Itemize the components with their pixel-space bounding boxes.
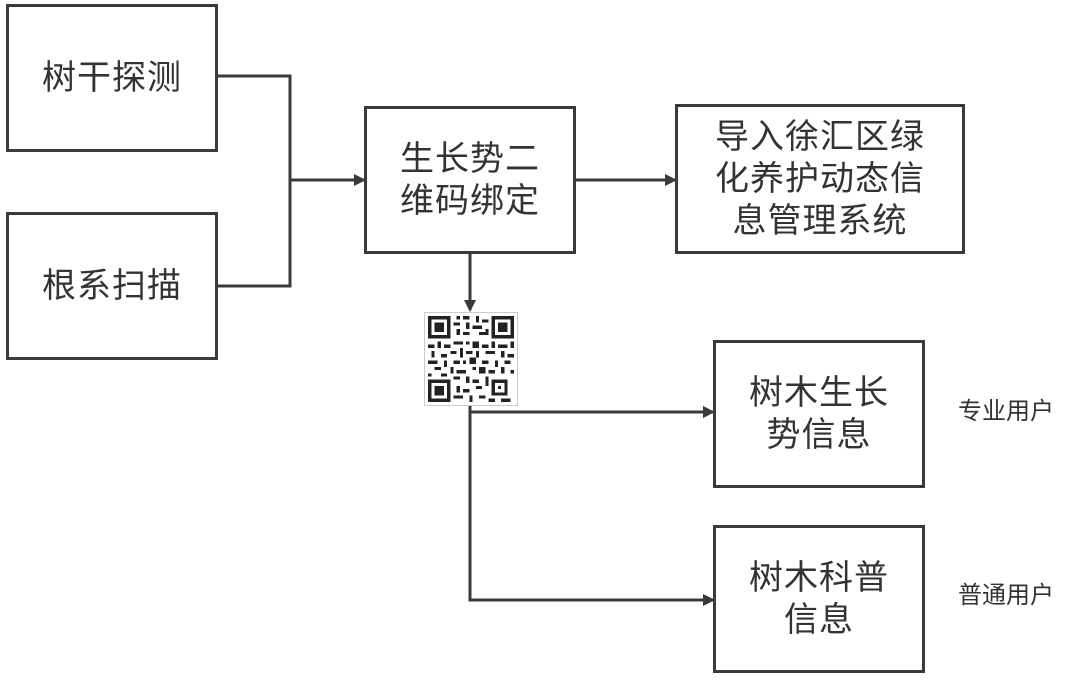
node-import-system-line-3: 息管理系统 xyxy=(732,201,908,241)
node-import-system-text: 导入徐汇区绿 化养护动态信 息管理系统 xyxy=(715,116,925,242)
node-science-info: 树木科普 信息 xyxy=(713,525,925,673)
node-root-scan-line-1: 根系扫描 xyxy=(42,266,182,306)
node-trunk-detection: 树干探测 xyxy=(6,4,218,152)
node-trunk-detection-line-1: 树干探测 xyxy=(42,58,182,98)
connector-qr-to-science-info xyxy=(468,412,715,606)
label-professional-user: 专业用户 xyxy=(958,397,1054,425)
node-growth-info-line-1: 树木生长 xyxy=(749,373,889,413)
node-science-info-line-2: 信息 xyxy=(784,600,854,640)
qr-code-graphic xyxy=(425,313,517,405)
node-qr-binding: 生长势二 维码绑定 xyxy=(364,106,576,254)
node-import-system-line-2: 化养护动态信 xyxy=(715,159,925,199)
node-science-info-line-1: 树木科普 xyxy=(749,558,889,598)
node-growth-info: 树木生长 势信息 xyxy=(713,340,925,488)
connector-qr-to-growth-info xyxy=(468,406,715,418)
node-import-system-line-1: 导入徐汇区绿 xyxy=(715,117,925,157)
node-growth-info-line-2: 势信息 xyxy=(766,415,872,455)
node-growth-info-text: 树木生长 势信息 xyxy=(749,372,889,456)
qr-code-icon xyxy=(424,312,518,406)
node-science-info-text: 树木科普 信息 xyxy=(749,557,889,641)
node-root-scan: 根系扫描 xyxy=(6,212,218,360)
connector-root-to-merge xyxy=(216,180,292,288)
node-import-system: 导入徐汇区绿 化养护动态信 息管理系统 xyxy=(675,104,965,254)
node-root-scan-text: 根系扫描 xyxy=(42,265,182,307)
node-trunk-detection-text: 树干探测 xyxy=(42,57,182,99)
node-qr-binding-line-2: 维码绑定 xyxy=(400,181,540,221)
label-general-user: 普通用户 xyxy=(958,581,1054,609)
node-qr-binding-line-1: 生长势二 xyxy=(400,139,540,179)
node-qr-binding-text: 生长势二 维码绑定 xyxy=(400,138,540,222)
connector-trunk-to-merge xyxy=(216,74,292,180)
